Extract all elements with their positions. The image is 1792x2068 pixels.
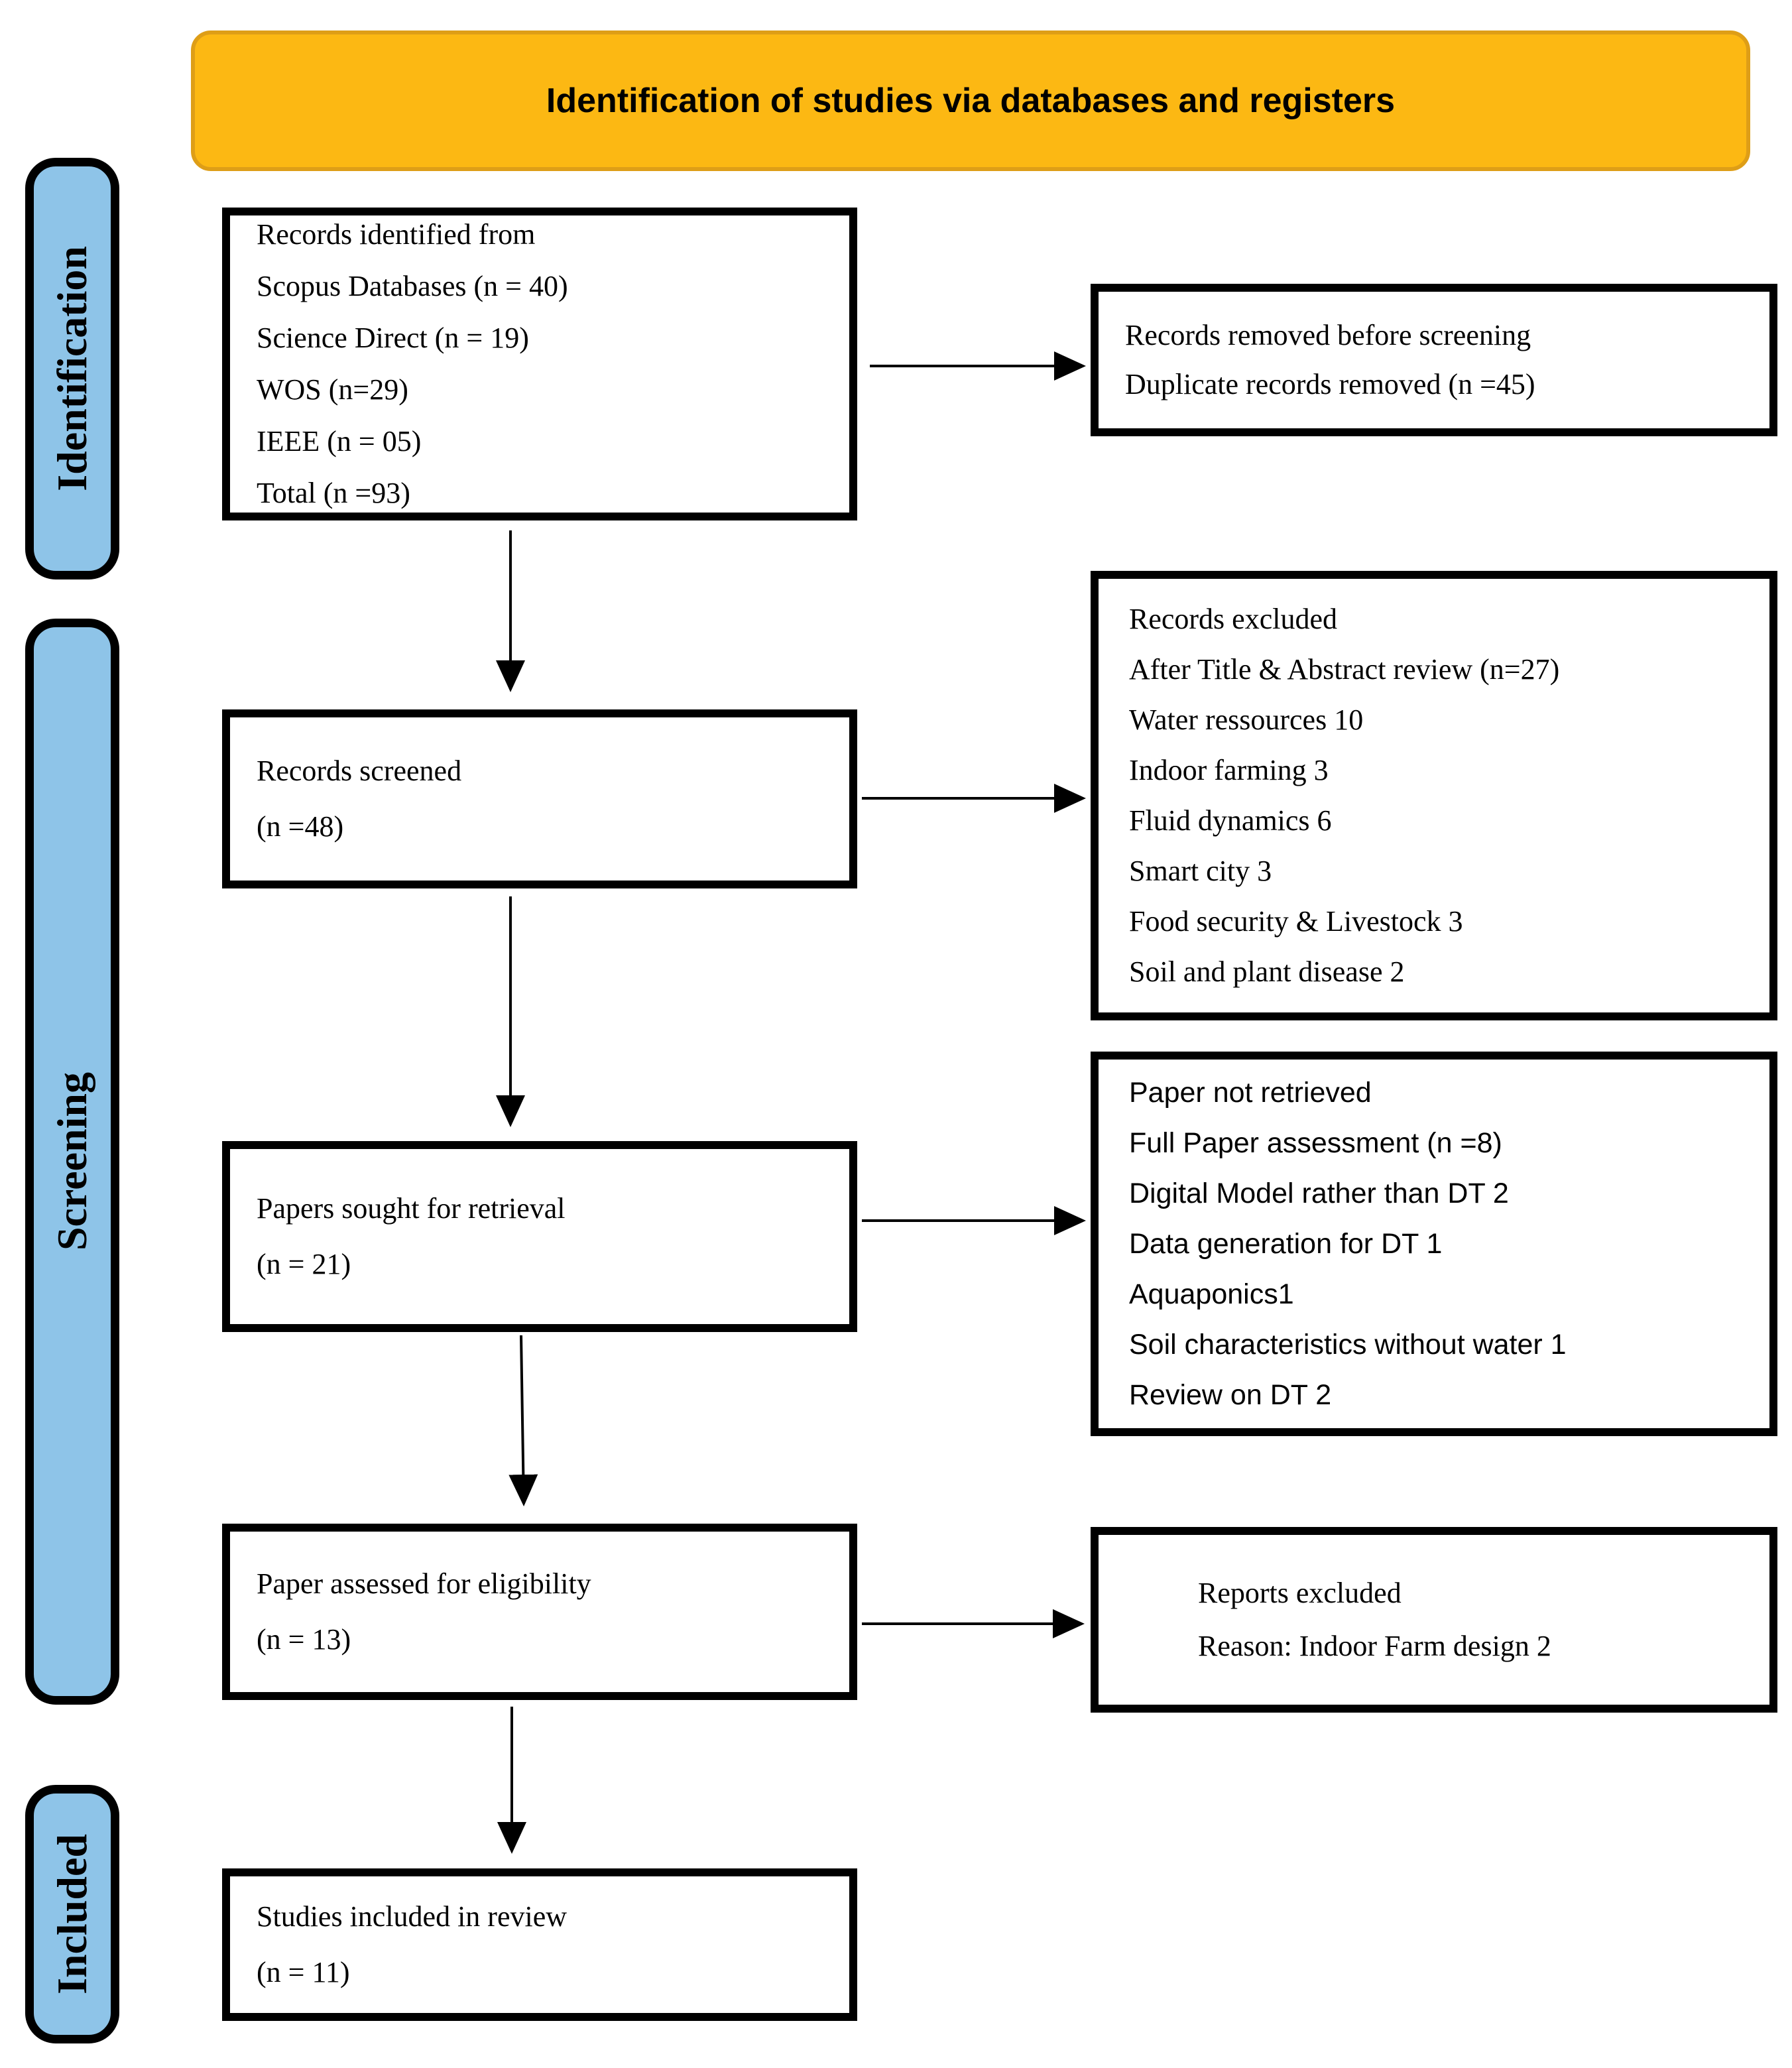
box-records-screened: Records screened (n =48) [222, 709, 857, 888]
text-line: Smart city 3 [1129, 855, 1272, 887]
text-line: Digital Model rather than DT 2 [1129, 1178, 1509, 1209]
text-line: Full Paper assessment (n =8) [1129, 1127, 1502, 1159]
text-line: Fluid dynamics 6 [1129, 804, 1332, 837]
text-line: Studies included in review [257, 1900, 567, 1933]
text-line: Scopus Databases (n = 40) [257, 270, 568, 302]
text-line: Paper not retrieved [1129, 1077, 1372, 1109]
page-title: Identification of studies via databases … [546, 82, 1396, 120]
arrow-sought-to-assessed [508, 1335, 538, 1506]
stage-label-screening: Screening [25, 619, 119, 1705]
text-line: Total (n =93) [257, 477, 410, 509]
text-line: (n = 13) [257, 1623, 351, 1656]
text-line: Paper assessed for eligibility [257, 1567, 591, 1600]
box-paper-assessed-for-eligibility: Paper assessed for eligibility (n = 13) [222, 1524, 857, 1700]
box-studies-included-in-review: Studies included in review (n = 11) [222, 1868, 857, 2021]
text-line: Duplicate records removed (n =45) [1125, 368, 1535, 400]
text-line: Indoor farming 3 [1129, 754, 1329, 786]
text-line: Records removed before screening [1125, 319, 1531, 351]
text-line: Science Direct (n = 19) [257, 322, 529, 354]
stage-label-text: Screening [48, 1072, 95, 1251]
text-line: (n = 21) [257, 1248, 351, 1280]
text-line: Reports excluded [1198, 1577, 1402, 1609]
text-line: IEEE (n = 05) [257, 425, 422, 457]
stage-label-identification: Identification [25, 158, 119, 579]
stage-label-text: Identification [48, 246, 95, 491]
text-line: Records identified from [257, 218, 536, 251]
text-line: Review on DT 2 [1129, 1379, 1332, 1411]
text-line: Papers sought for retrieval [257, 1192, 566, 1225]
text-line: Data generation for DT 1 [1129, 1228, 1443, 1260]
text-line: Food security & Livestock 3 [1129, 905, 1463, 938]
text-line: WOS (n=29) [257, 373, 408, 406]
box-papers-sought-for-retrieval: Papers sought for retrieval (n = 21) [222, 1141, 857, 1332]
header-banner: Identification of studies via databases … [191, 30, 1750, 171]
text-line: (n =48) [257, 810, 344, 843]
stage-label-text: Included [48, 1834, 95, 1994]
text-line: Aquaponics1 [1129, 1278, 1294, 1310]
text-line: (n = 11) [257, 1956, 350, 1988]
text-line: After Title & Abstract review (n=27) [1129, 653, 1560, 686]
text-line: Records excluded [1129, 603, 1337, 635]
text-line: Reason: Indoor Farm design 2 [1198, 1630, 1551, 1662]
text-line: Soil characteristics without water 1 [1129, 1329, 1567, 1361]
text-line: Soil and plant disease 2 [1129, 955, 1405, 988]
text-line: Records screened [257, 755, 462, 787]
stage-label-included: Included [25, 1785, 119, 2043]
text-line: Water ressources 10 [1129, 703, 1364, 736]
